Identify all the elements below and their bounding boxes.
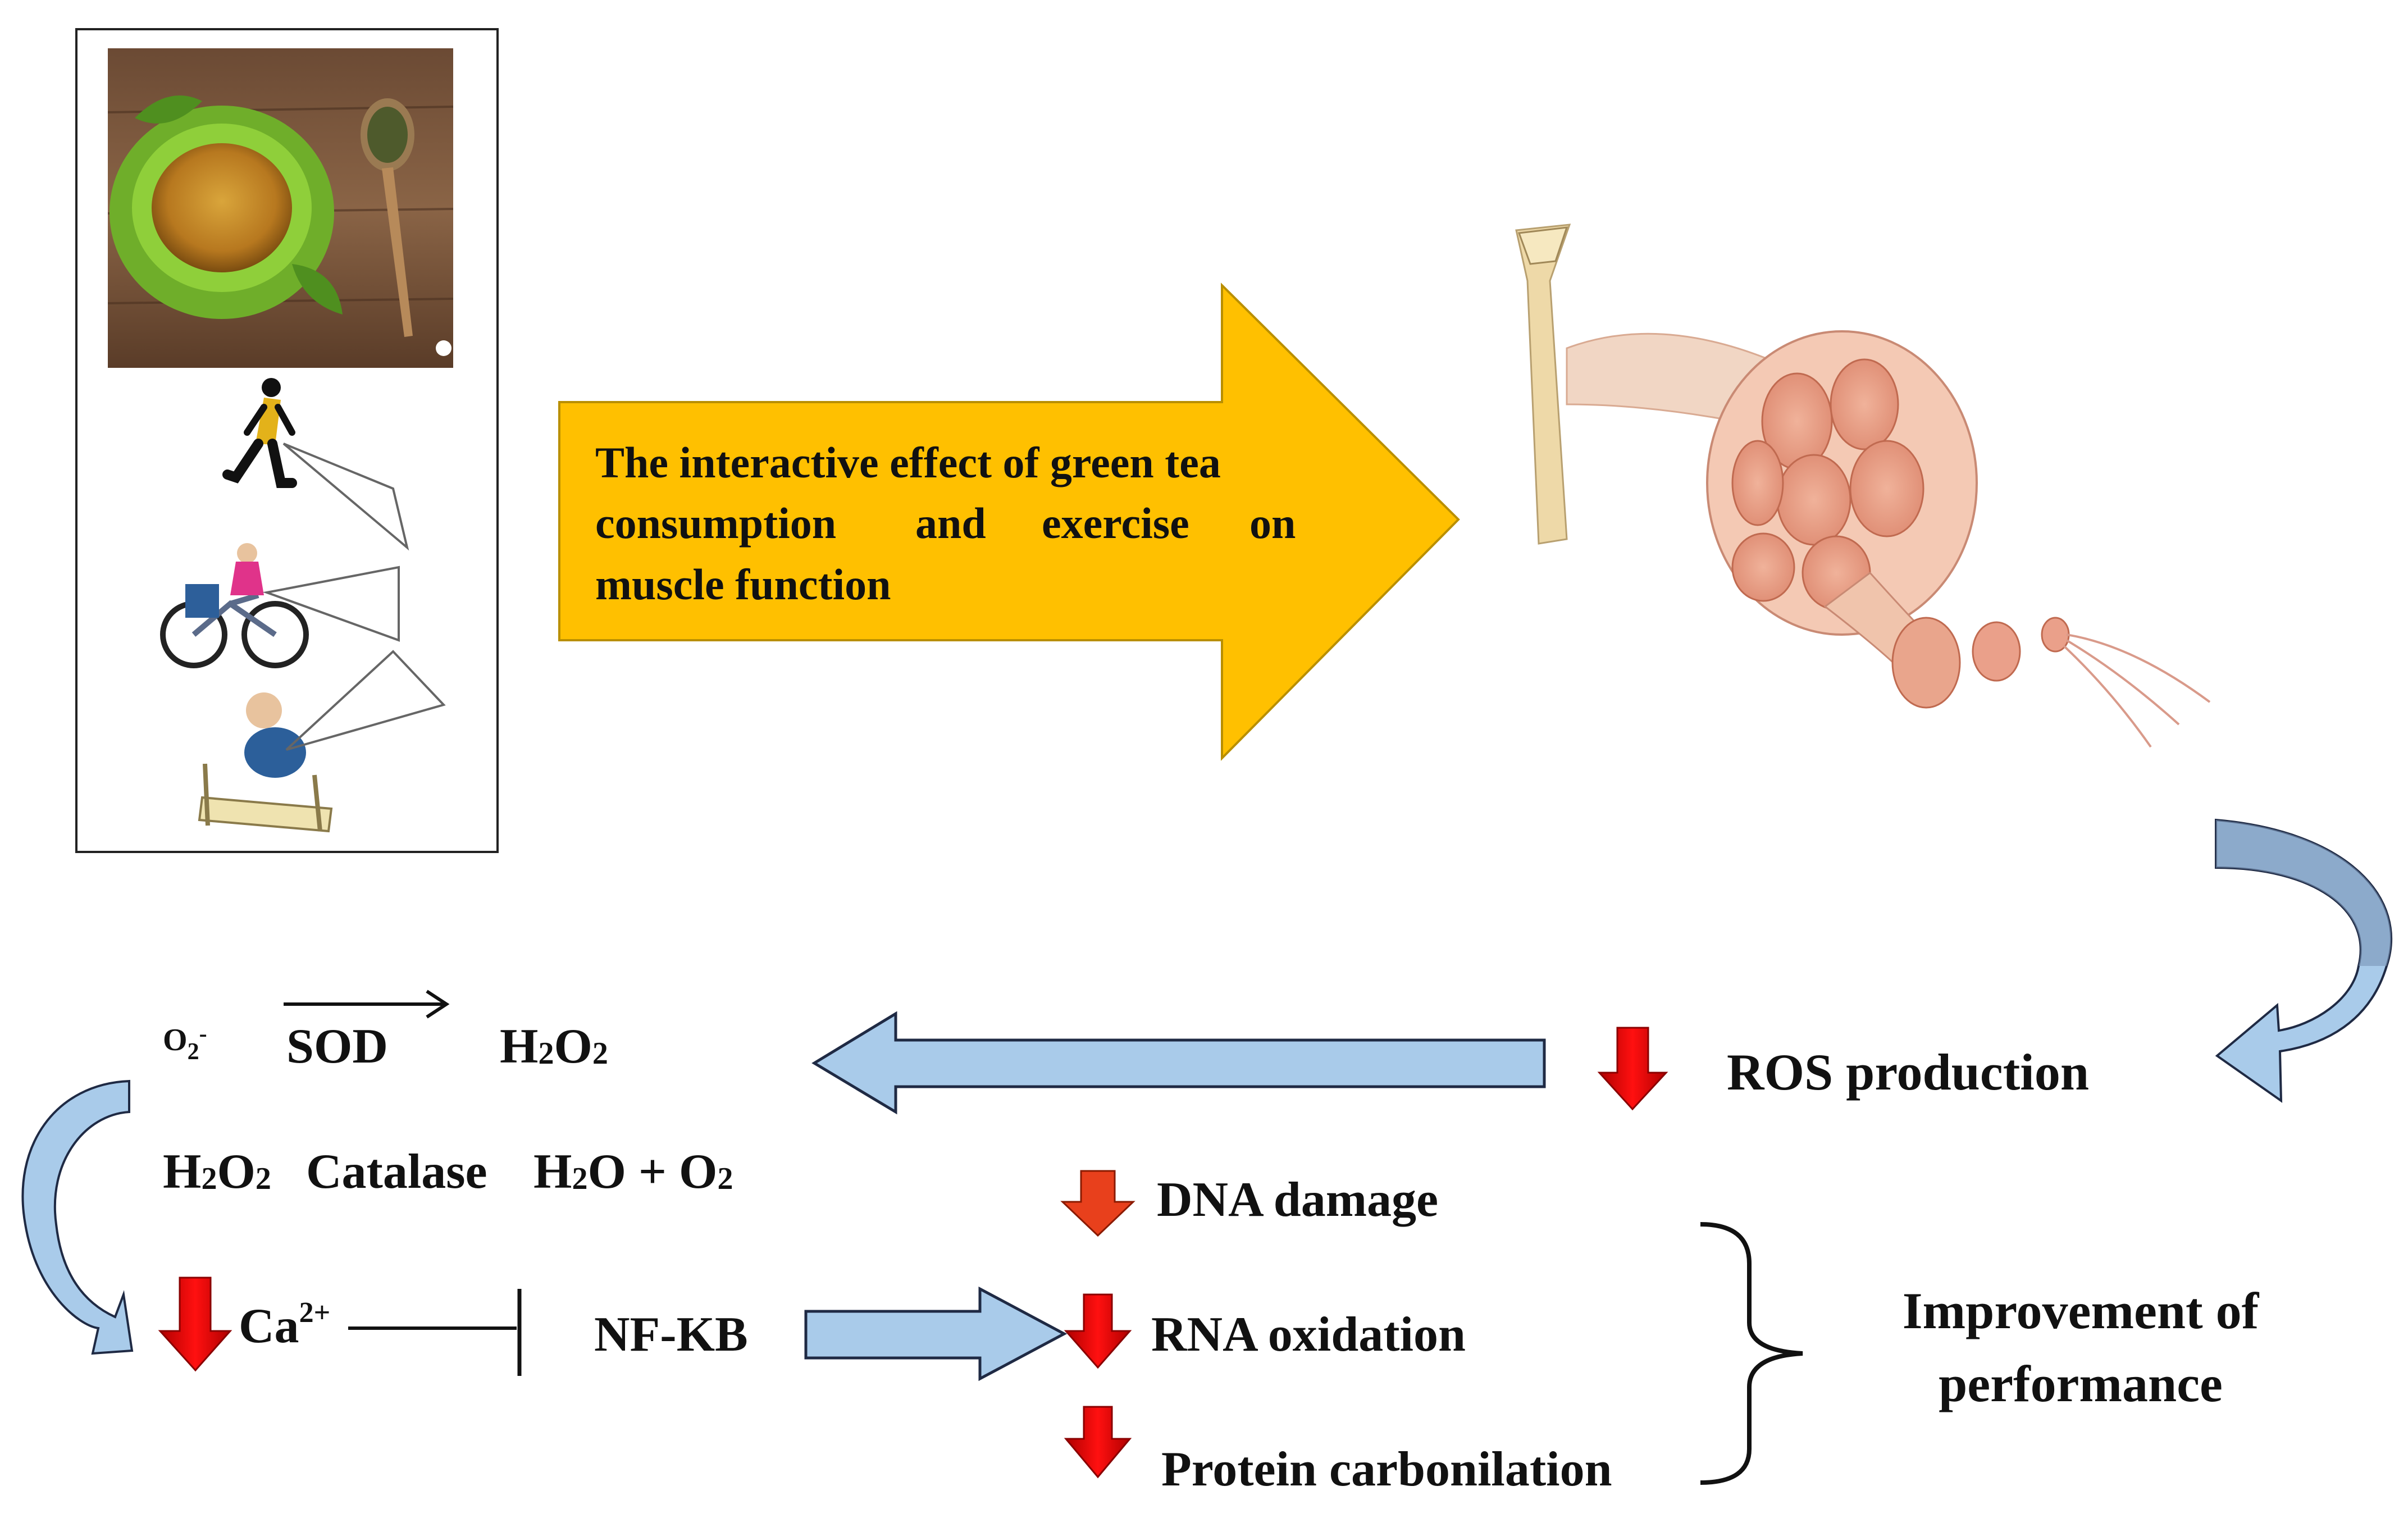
main-arrow-line2-word3: exercise bbox=[1042, 499, 1189, 548]
outcome-rna-oxidation: RNA oxidation bbox=[1151, 1307, 1466, 1362]
catalase-substrate-h2o2: H2O2 bbox=[163, 1145, 271, 1199]
sod-product-h2o2: H2O2 bbox=[500, 1019, 608, 1074]
main-arrow-line2-word4: on bbox=[1249, 499, 1296, 548]
ros-to-antioxidant-arrow bbox=[811, 1011, 1546, 1115]
superoxide-label: O2- bbox=[163, 1021, 207, 1065]
catalase-reaction: H2O2 Catalase H2O + O2 bbox=[163, 1145, 733, 1199]
main-arrow-line2-word2: and bbox=[915, 499, 986, 548]
exercise-panel bbox=[75, 28, 499, 853]
outcome-protein-down-arrow-icon bbox=[1064, 1406, 1132, 1479]
nfkb-label: NF-KB bbox=[594, 1307, 748, 1362]
outcome-dna-damage: DNA damage bbox=[1157, 1173, 1438, 1227]
sod-label: SOD bbox=[286, 1019, 388, 1074]
curved-arrow-right bbox=[2215, 818, 2393, 1103]
ros-down-arrow-icon bbox=[1597, 1027, 1668, 1111]
ros-production-label: ROS production bbox=[1727, 1043, 2089, 1101]
outcome-dna-down-arrow-icon bbox=[1060, 1170, 1135, 1237]
result-line1: Improvement of bbox=[1903, 1282, 2260, 1339]
runner-icon bbox=[222, 378, 409, 551]
cyclist-icon bbox=[160, 543, 400, 668]
main-arrow-line3: muscle function bbox=[595, 560, 891, 609]
main-arrow-line1: The interactive effect of green tea bbox=[595, 438, 1221, 487]
green-tea-cup-icon bbox=[107, 48, 454, 368]
outcomes-brace bbox=[1700, 1222, 1803, 1485]
main-effect-arrow: The interactive effect of green tea cons… bbox=[558, 282, 1460, 761]
calcium-label: Ca2+ bbox=[239, 1297, 330, 1353]
calcium-down-arrow-icon bbox=[158, 1277, 232, 1372]
treadmill-runner-icon bbox=[198, 650, 446, 833]
main-arrow-line2-word1: consumption bbox=[595, 499, 836, 548]
muscle-anatomy-icon bbox=[1515, 224, 2211, 748]
catalase-label: Catalase bbox=[306, 1145, 487, 1199]
catalase-products: H2O + O2 bbox=[533, 1145, 733, 1199]
outcome-rna-down-arrow-icon bbox=[1064, 1293, 1132, 1369]
nfkb-to-outcomes-arrow bbox=[804, 1286, 1068, 1382]
result-line2: performance bbox=[1939, 1355, 2223, 1412]
sod-reaction: O2- SOD H2O2 bbox=[163, 990, 608, 1074]
curved-arrow-left bbox=[21, 1079, 134, 1355]
outcome-protein-carbonilation: Protein carbonilation bbox=[1161, 1442, 1612, 1497]
